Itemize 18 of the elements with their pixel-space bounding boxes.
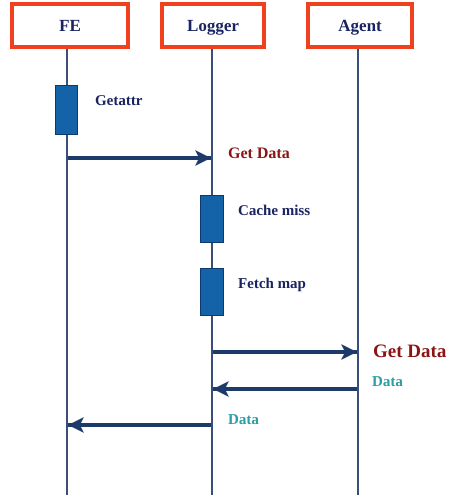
participant-box: Logger: [160, 2, 266, 49]
edge-label: Data: [228, 412, 259, 429]
step-label: Getattr: [95, 93, 142, 110]
step-label: Fetch map: [238, 276, 306, 293]
activation-bar: [200, 268, 224, 316]
arrow: [68, 150, 211, 166]
activation-bar: [55, 85, 78, 135]
arrow: [213, 344, 357, 360]
edge-label: Get Data: [373, 341, 446, 363]
arrow: [213, 381, 357, 397]
lifeline: [357, 49, 359, 495]
activation-bar: [200, 195, 224, 243]
step-label: Cache miss: [238, 203, 310, 220]
edge-label: Get Data: [228, 145, 290, 163]
arrow: [68, 417, 211, 433]
participant-box: Agent: [306, 2, 414, 49]
participant-box: FE: [10, 2, 130, 49]
edge-label: Data: [372, 374, 403, 391]
